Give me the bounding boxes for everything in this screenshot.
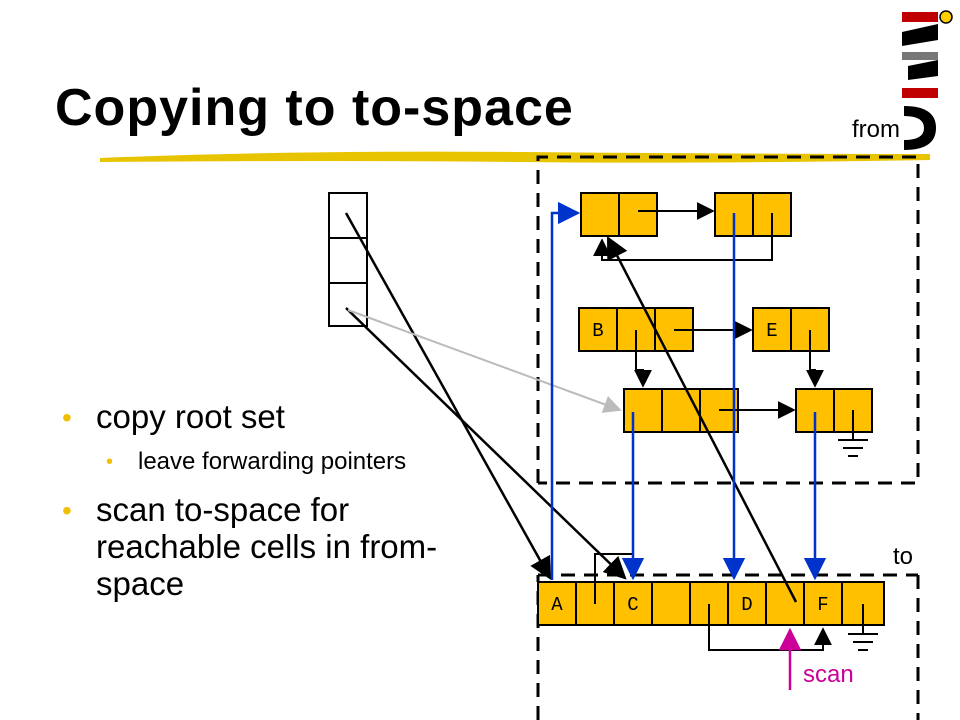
bullet-marker: • [62,495,72,526]
null-ground-to [848,604,878,651]
cell-label-e: E [766,320,777,342]
cell-top-left [580,192,658,237]
cell-label-b: B [592,320,603,342]
to-space-label: to [893,543,914,570]
bullet-copy-root-set: • copy root set [62,398,285,435]
root-pointer-to-a [344,212,552,580]
bullet-list: • copy root set • leave forwarding point… [62,398,462,612]
bullet-scan-to-space: • scan to-space for reachable cells in f… [62,491,438,602]
cell-top-right [714,192,792,237]
cell-label-f: F [817,594,828,616]
to-space-row: A C D F [537,581,885,626]
iaic-logo [898,6,956,156]
title-underline [100,151,930,163]
forwarding-pointer-gray [347,309,622,413]
forwarding-pointer-a [550,201,581,580]
cell-e: E [752,307,830,352]
from-space-label: from [852,116,900,143]
cell-label-c: C [627,594,638,616]
null-ground-from [838,410,868,457]
scan-label: scan [803,661,854,688]
cell-label-d: D [741,594,752,616]
bullet-leave-forwarding-pointers: • leave forwarding pointers [62,445,462,479]
pointer-to-space-to-top-left [606,236,798,603]
root-set [328,192,368,327]
from-space-region [536,155,920,485]
bullet-marker: • [62,402,72,433]
root-pointer-to-c [345,307,627,580]
pointer-e-down [806,330,824,388]
slide-title: Copying to to-space [55,79,574,137]
pointer-bottom-loop [708,604,832,651]
pointer-back-to-top-left [593,213,773,261]
cell-label-a: A [551,594,563,616]
bullet-marker: • [106,451,114,473]
cell-mid-right [795,388,873,433]
pointer-b-down [634,330,652,388]
